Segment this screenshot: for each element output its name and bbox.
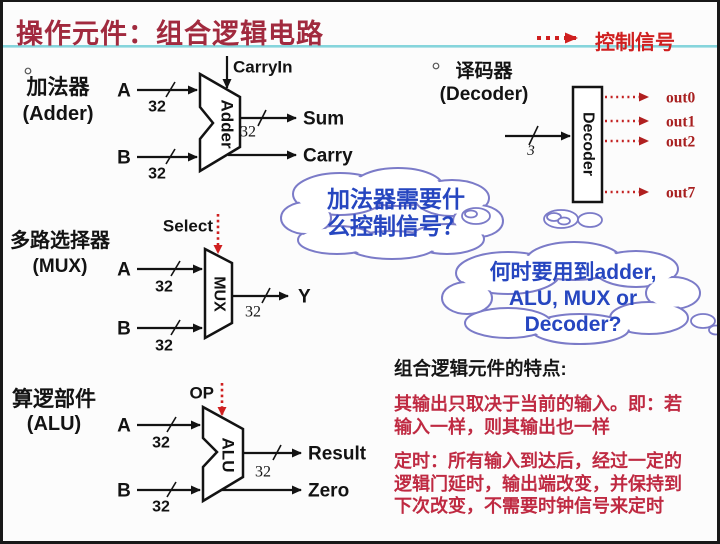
adder-sum-width-label: 32 [240,124,256,141]
slide-frame-right [717,0,720,544]
thought-cloud-1 [280,167,504,260]
mux-name-cn: 多路选择器 [10,230,110,252]
notes-paragraph-1: 其输出只取决于当前的输入。即：若 输入一样，则其输出也一样 [394,393,720,438]
adder-name-en: (Adder) [22,103,94,125]
notes-p1-line-1: 其输出只取决于当前的输入。即：若 [394,394,682,414]
slide-frame-top [0,0,720,2]
alu-zero-label: Zero [308,481,349,502]
adder-b-width-label: 32 [148,166,166,183]
decoder-name-cn: 译码器 [455,61,513,82]
alu-result-label: Result [308,444,367,465]
adder-sum-label: Sum [303,109,344,130]
mux-name-en: (MUX) [32,256,88,277]
adder-section-label: 加法器 (Adder) [6,74,110,128]
alu-result-width-label: 32 [255,464,271,481]
mux-block-label: MUX [211,276,228,312]
alu-name-en: (ALU) [26,413,82,435]
title-underline [0,45,720,48]
adder-input-b-label: B [117,148,131,169]
mux-diagram: Select MUX A 32 B 32 Y 32 [117,214,311,355]
bus-slash-icon [170,260,181,277]
decoder-block [571,85,604,204]
adder-block [198,71,242,174]
bus-slash-icon [166,481,177,498]
alu-op-label: OP [189,384,214,403]
bullet-icon [24,67,32,75]
question-cloud-2-text: 何时要用到adder, ALU, MUX or Decoder? [468,260,678,338]
decoder-name-en: (Decoder) [439,84,529,105]
alu-input-b-label: B [117,481,131,502]
cloud1-line-1: 加法器需要什 [327,186,465,212]
alu-section-label: 算逻部件 (ALU) [4,387,104,437]
control-signal-legend-label: 控制信号 [595,32,675,54]
decoder-width-label: 3 [526,143,535,159]
adder-block-label: Adder [218,99,237,149]
bullet-icon [432,62,440,70]
bus-slash-icon [166,416,177,433]
bus-slash-icon [272,444,282,461]
page-title: 操作元件：组合逻辑电路 [16,19,324,49]
alu-input-a-label: A [117,416,131,437]
mux-b-width-label: 32 [155,338,173,355]
bus-slash-icon [165,81,176,98]
mux-select-label: Select [163,217,213,236]
mux-input-b-label: B [117,319,131,340]
cloud2-line-3: Decoder? [524,313,622,336]
adder-input-a-label: A [117,81,131,102]
cloud2-line-1: 何时要用到adder, [489,261,657,284]
cloud-tail-bubbles-icon [461,207,720,336]
bus-slash-icon [528,125,539,146]
notes-p2-line-1: 定时：所有输入到达后，经过一定的 [394,451,682,471]
mux-section-label: 多路选择器 (MUX) [2,229,118,279]
cloud2-line-2: ALU, MUX or [508,287,638,310]
alu-block [201,404,245,504]
decoder-out7-label: out7 [666,185,696,202]
thought-cloud-2 [441,241,701,345]
adder-carryin-label: CarryIn [233,58,293,77]
question-cloud-1-text: 加法器需要什 么控制信号？ [300,186,492,240]
mux-y-width-label: 32 [245,304,261,321]
alu-diagram: OP ALU A 32 B 32 Result 32 Zero [117,383,367,516]
bus-slash-icon [165,148,176,165]
adder-diagram: A 32 B 32 CarryIn Adder Sum 32 Carry [117,56,353,183]
alu-name-cn: 算逻部件 [12,388,96,411]
notes-p2-line-3: 下次改变，不需要时钟信号来定时 [394,496,664,516]
characteristics-notes: 组合逻辑元件的特点: 其输出只取决于当前的输入。即：若 输入一样，则其输出也一样… [394,355,720,518]
notes-heading: 组合逻辑元件的特点: [394,358,567,379]
mux-input-a-label: A [117,260,131,281]
slide-frame-bottom [0,541,720,544]
adder-a-width-label: 32 [148,99,166,116]
mux-output-y-label: Y [298,287,311,308]
bus-slash-icon [170,319,181,336]
notes-p1-line-2: 输入一样，则其输出也一样 [394,416,610,437]
decoder-block-label: Decoder [580,112,597,176]
alu-b-width-label: 32 [152,499,170,516]
mux-block [203,246,234,341]
mux-a-width-label: 32 [155,279,173,296]
bus-slash-icon [261,287,271,304]
adder-name-cn: 加法器 [26,76,90,99]
alu-a-width-label: 32 [152,435,170,452]
decoder-diagram: Decoder 3 out0 out1 out2 out7 [505,85,696,204]
decoder-out0-label: out0 [666,90,696,107]
bus-slash-icon [257,109,267,127]
adder-carry-label: Carry [303,146,353,167]
alu-block-label: ALU [219,438,238,473]
notes-paragraph-2: 定时：所有输入到达后，经过一定的 逻辑门延时，输出端改变，并保持到 下次改变，不… [394,450,720,518]
decoder-out1-label: out1 [666,114,695,131]
cloud1-line-2: 么控制信号？ [327,213,465,239]
notes-p2-line-2: 逻辑门延时，输出端改变，并保持到 [394,473,682,494]
decoder-section-label: 译码器 (Decoder) [426,60,542,106]
decoder-out2-label: out2 [666,134,696,151]
slide-frame-left [0,0,3,544]
